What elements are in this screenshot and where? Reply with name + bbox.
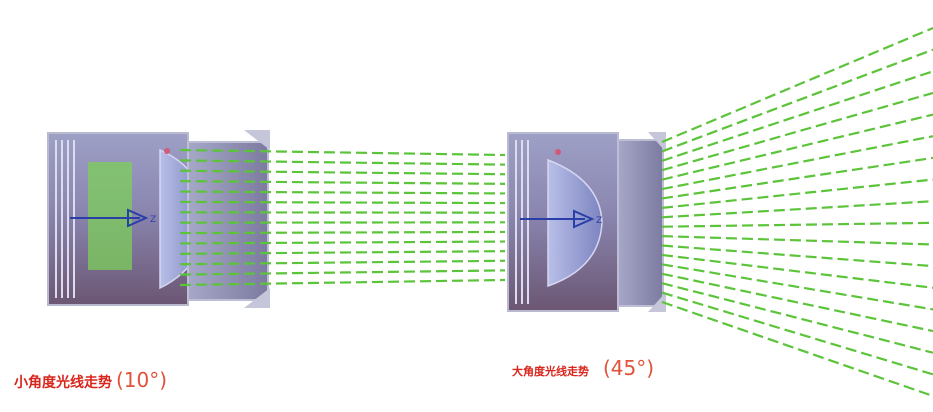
ray-left (179, 180, 506, 185)
lens-rim-bottom (244, 288, 270, 308)
ray-right (661, 48, 933, 153)
lens-rim-top (244, 130, 270, 150)
lens-internal-rays (88, 162, 132, 270)
ray-right (661, 291, 933, 376)
axis-arrow-right (573, 209, 595, 229)
axis-arrow-left (127, 208, 149, 228)
ray-right (661, 263, 933, 311)
lens-marker (555, 149, 561, 155)
ray-left (179, 259, 506, 266)
ray-left (179, 269, 506, 276)
axis-label-right: Z (596, 216, 602, 226)
ray-right (661, 282, 933, 354)
ray-fan-right (661, 26, 933, 398)
ray-right (661, 91, 933, 172)
lens-front-cap (617, 139, 664, 307)
ray-left (179, 278, 506, 287)
ray-fan-left (179, 148, 506, 287)
ray-left (179, 190, 506, 195)
ray-right (661, 200, 933, 219)
lens-marker (164, 148, 170, 154)
lens-threads (515, 140, 529, 304)
caption-right-text: 大角度光线走势 (512, 365, 589, 378)
caption-left: 小角度光线走势 (10°) (14, 368, 167, 392)
ray-left (179, 200, 506, 205)
ray-right (661, 26, 933, 144)
ray-left (179, 169, 506, 176)
ray-left (179, 148, 506, 157)
caption-left-text: 小角度光线走势 (14, 375, 112, 391)
lens-rim-top (648, 132, 666, 152)
lens-front-cap (187, 141, 269, 301)
ray-right (661, 221, 933, 228)
ray-right (661, 178, 933, 209)
ray-left (179, 159, 506, 166)
lens-assembly-left: Z (47, 130, 270, 308)
ray-right (661, 300, 933, 398)
axis-label-left: Z (150, 215, 156, 225)
ray-right (661, 113, 933, 181)
ray-right (661, 135, 933, 191)
lens-rim-bottom (648, 292, 666, 312)
ray-right (661, 156, 933, 200)
caption-right-angle: (45°) (603, 356, 655, 380)
caption-left-angle: (10°) (116, 368, 168, 392)
ray-right (661, 235, 933, 246)
ray-left (179, 230, 506, 235)
ray-left (179, 250, 506, 255)
ray-right (661, 272, 933, 333)
caption-right: 大角度光线走势 (45°) (512, 356, 654, 380)
ray-right (661, 244, 933, 268)
ray-left (179, 240, 506, 245)
ray-right (661, 253, 933, 289)
lens-assembly-right: Z (507, 132, 666, 312)
